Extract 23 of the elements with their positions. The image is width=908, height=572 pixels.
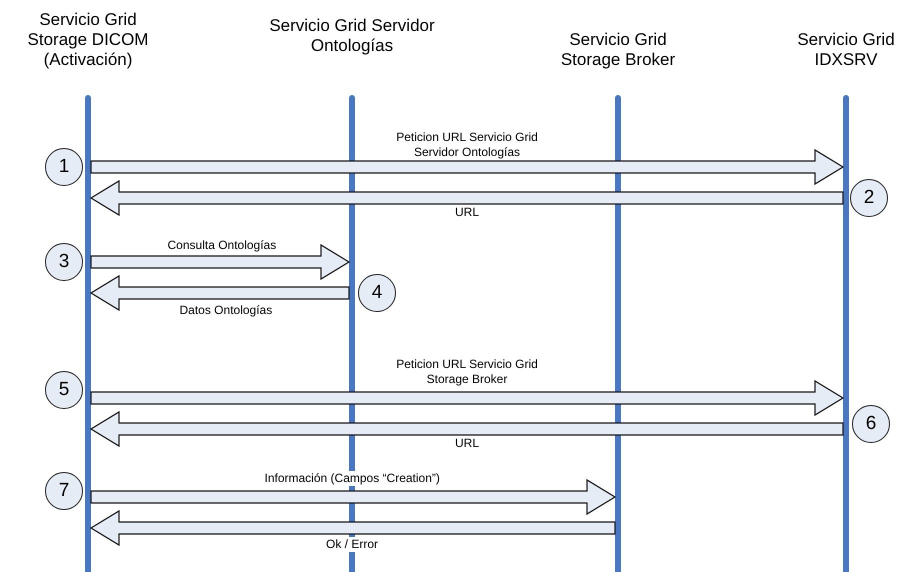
block-arrow — [90, 274, 350, 312]
step-number-circle: 3 — [45, 243, 83, 281]
edge-label: Datos Ontologías — [180, 303, 272, 318]
edge-label: Ok / Error — [326, 537, 378, 552]
block-arrow — [90, 478, 616, 516]
lifeline-title: Servicio Grid Storage DICOM (Activación) — [26, 10, 150, 70]
step-number-circle: 7 — [45, 472, 83, 510]
edge-label: Información (Campos “Creation”) — [264, 471, 440, 486]
lifeline-title: Servicio Grid Storage Broker — [560, 30, 676, 70]
block-arrow — [90, 510, 616, 546]
lifeline-title: Servicio Grid Servidor Ontologías — [268, 16, 436, 56]
block-arrow — [90, 410, 844, 448]
step-number-circle: 4 — [358, 274, 396, 312]
step-number-circle: 6 — [852, 405, 890, 443]
edge-label: Consulta Ontologías — [168, 238, 276, 253]
step-number-circle: 1 — [45, 148, 83, 186]
block-arrow — [90, 180, 844, 216]
block-arrow — [90, 380, 844, 416]
block-arrow — [90, 148, 844, 186]
step-number-circle: 5 — [45, 371, 83, 409]
step-number-circle: 2 — [850, 179, 888, 217]
lifeline-title: Servicio Grid IDXSRV — [796, 30, 896, 70]
block-arrow — [90, 244, 350, 280]
